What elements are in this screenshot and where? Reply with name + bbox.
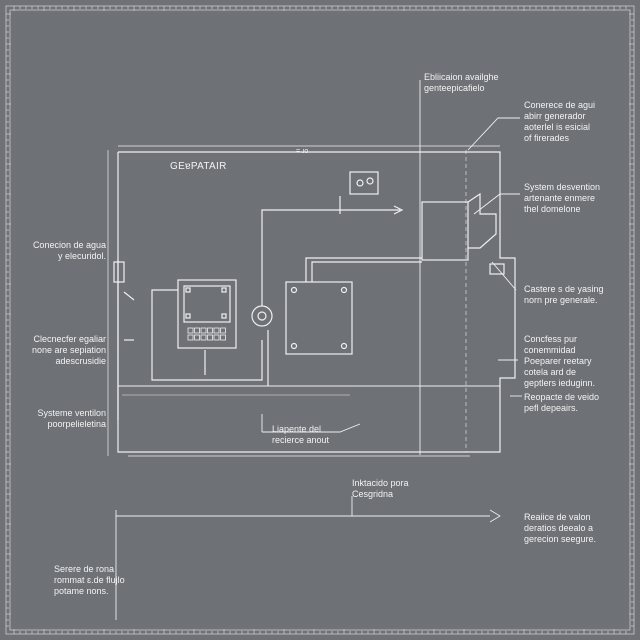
generator-unit xyxy=(285,257,422,355)
main-enclosure xyxy=(107,80,516,457)
ruler-frame xyxy=(5,5,635,635)
callout-left-3: Systeme ventilon poorpelieletina xyxy=(37,408,106,429)
top-outlet xyxy=(349,171,379,195)
callout-left-2: Clecnecfer egaliar none are sepiation ad… xyxy=(31,334,106,366)
callout-right-6: Reaiice de valon deratios deealo a gerec… xyxy=(524,512,597,544)
callout-right-4: Concfess pur conemmidad Poeparer reetary… xyxy=(524,334,596,388)
left-connector xyxy=(113,260,135,420)
callout-left-4: Serere de rona rommat ɛ.de flujlo potame… xyxy=(54,564,125,596)
callout-top-note: Ebliicaion availghe genteepicafielo xyxy=(424,72,499,93)
ventilation-duct xyxy=(339,192,505,275)
callout-mid-1: Liapente del recierce anout xyxy=(272,424,330,445)
callout-leaders xyxy=(115,117,522,620)
callout-left-1: Conecion de agua y elecuridol. xyxy=(32,240,106,261)
drawing-title: GEɐPATAIR xyxy=(170,161,227,172)
control-panel xyxy=(151,279,263,381)
callout-mid-2: Inktacido pora Cesgridna xyxy=(352,478,409,499)
callout-right-5: Reopacte de veido pefl depeairs. xyxy=(524,392,600,413)
pump-valve xyxy=(251,205,404,386)
callout-right-3: Castere s de yasing norn pre generale. xyxy=(524,284,604,305)
callout-right-2: System desvention artenante enmere thel … xyxy=(524,182,601,214)
callout-right-1: Conerece de agui abirr generador aoterle… xyxy=(524,100,596,143)
dimension-label: = ɹo xyxy=(296,148,309,155)
